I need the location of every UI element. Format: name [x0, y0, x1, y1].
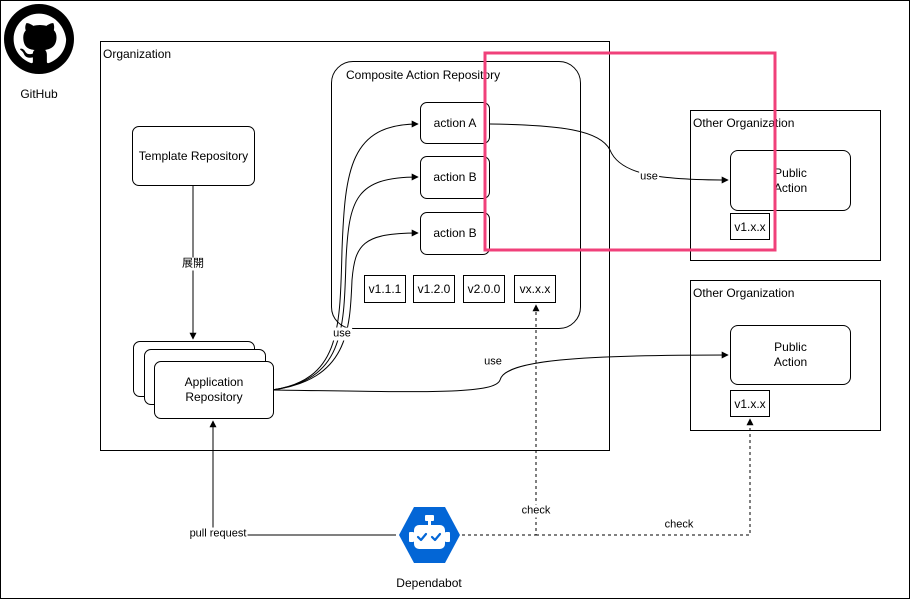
action-node-b2: action B — [420, 212, 490, 255]
action-node-a: action A — [420, 102, 490, 144]
pull-request-arrow — [209, 420, 396, 536]
check-label-2: check — [663, 518, 695, 532]
action-b1-label: action B — [433, 170, 477, 184]
check-arrow-other-org — [536, 418, 754, 536]
other-organization-2-label: Other Organization — [693, 286, 795, 300]
version-tag: v1.2.0 — [413, 275, 455, 303]
deploy-label: 展開 — [181, 257, 205, 271]
application-repository-line2: Repository — [185, 390, 243, 404]
dependabot-icon — [398, 505, 461, 565]
use-label-composite: use — [332, 327, 352, 341]
public-action-1-line2: Action — [773, 180, 808, 195]
use-arrow-action-b2 — [271, 229, 419, 391]
public-action-node-1: Public Action — [730, 150, 851, 211]
use-label-public-action-2: use — [483, 355, 503, 369]
public-action-1-line1: Public — [774, 165, 807, 180]
composite-label: Composite Action Repository — [346, 68, 501, 82]
check-arrow-vx — [462, 304, 540, 536]
template-repository-node: Template Repository — [132, 126, 255, 186]
organization-label: Organization — [103, 47, 172, 61]
github-label: GitHub — [20, 87, 58, 101]
use-arrow-action-b1 — [271, 173, 419, 391]
version-tag: v1.x.x — [730, 213, 770, 240]
use-label-public-action-1: use — [639, 170, 659, 184]
use-arrow-public-action-2 — [271, 351, 729, 393]
version-tag: vx.x.x — [514, 275, 556, 303]
template-repository-label: Template Repository — [138, 148, 249, 163]
highlight-rectangle — [483, 51, 777, 252]
public-action-2-line2: Action — [773, 355, 808, 369]
action-node-b1: action B — [420, 156, 490, 199]
application-repository-line1: Application — [184, 375, 244, 389]
version-tag: v2.0.0 — [463, 275, 505, 303]
action-b2-label: action B — [433, 226, 477, 240]
dependabot-label: Dependabot — [396, 576, 462, 590]
public-action-node-2: Public Action — [730, 325, 851, 385]
action-a-label: action A — [433, 115, 477, 130]
check-label-1: check — [520, 504, 552, 518]
application-repository-node: Application Repository — [154, 361, 274, 419]
version-tag: v1.1.1 — [364, 275, 406, 303]
use-arrow-public-action-1 — [489, 123, 729, 184]
github-logo-icon — [4, 4, 74, 74]
other-organization-1-label: Other Organization — [693, 116, 795, 130]
version-tag: v1.x.x — [730, 390, 770, 417]
use-arrow-action-a — [271, 120, 419, 391]
public-action-2-line1: Public — [774, 340, 807, 354]
pull-request-label: pull request — [188, 527, 248, 541]
